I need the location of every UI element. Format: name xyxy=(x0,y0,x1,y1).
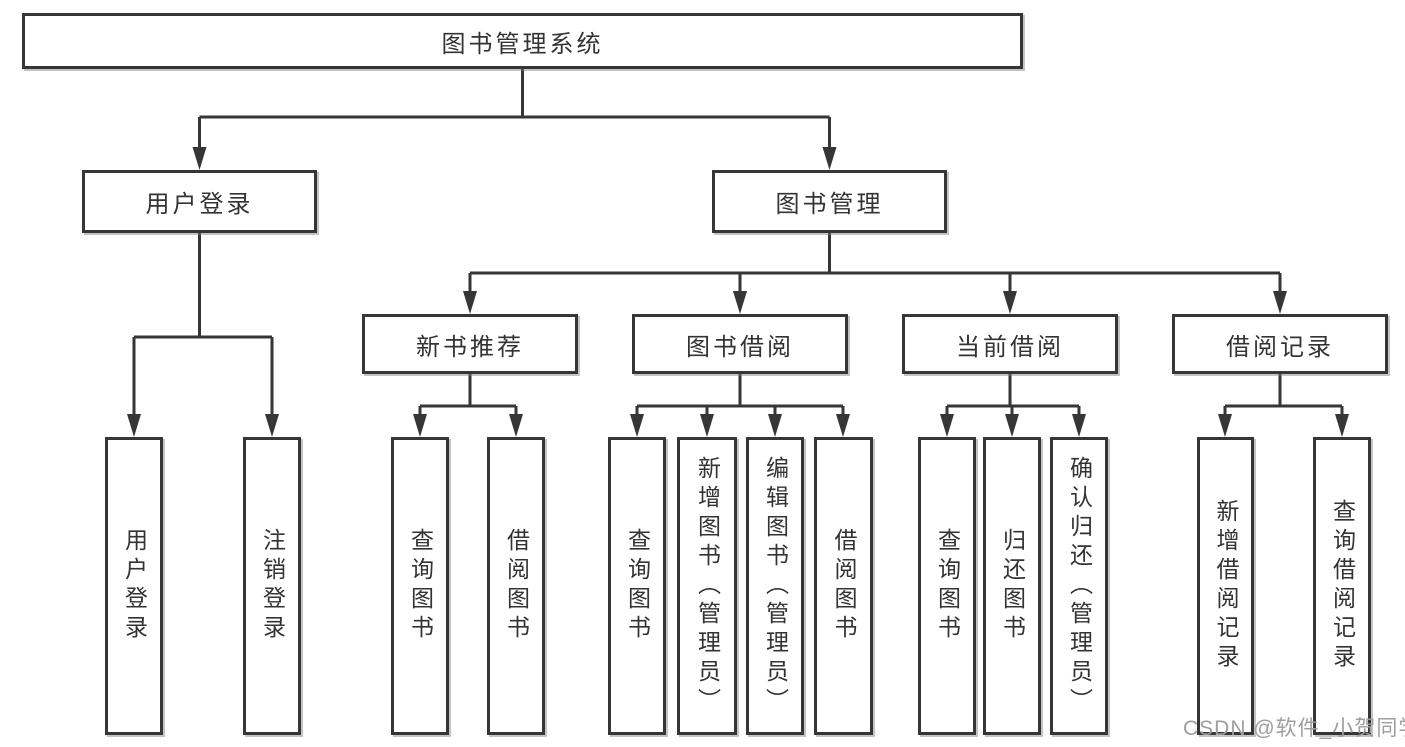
leaf-borrow-books: 借阅图书 xyxy=(814,437,873,735)
leaf-borrow-books-recommend: 借阅图书 xyxy=(487,437,545,735)
node-user-login: 用户登录 xyxy=(82,170,317,233)
leaf-query-books-borrowing: 查询图书 xyxy=(608,437,666,735)
leaf-query-books-recommend: 查询图书 xyxy=(391,437,449,735)
leaf-logout: 注销登录 xyxy=(243,437,301,735)
leaf-query-books-current: 查询图书 xyxy=(918,437,976,735)
node-new-book-recommend: 新书推荐 xyxy=(362,314,578,374)
node-current-borrowing: 当前借阅 xyxy=(902,314,1118,374)
node-book-borrowing: 图书借阅 xyxy=(632,314,848,374)
leaf-add-book-admin: 新增图书（管理员） xyxy=(677,437,737,735)
leaf-return-book: 归还图书 xyxy=(983,437,1041,735)
leaf-confirm-return-admin: 确认归还（管理员） xyxy=(1050,437,1108,735)
watermark: CSDN @软件_小贺同学 xyxy=(1183,717,1405,740)
node-library-system: 图书管理系统 xyxy=(22,13,1023,69)
leaf-user-login: 用户登录 xyxy=(105,437,163,735)
node-book-management: 图书管理 xyxy=(712,170,947,233)
leaf-query-borrow-record: 查询借阅记录 xyxy=(1313,437,1371,735)
node-borrow-records: 借阅记录 xyxy=(1172,314,1388,374)
leaf-edit-book-admin: 编辑图书（管理员） xyxy=(746,437,804,735)
leaf-add-borrow-record: 新增借阅记录 xyxy=(1197,437,1254,735)
